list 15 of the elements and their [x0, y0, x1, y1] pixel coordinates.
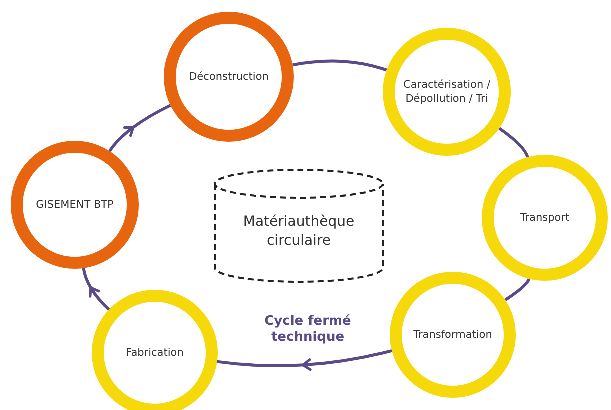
step-label: GISEMENT BTP [35, 198, 115, 212]
step-label: Transformation [412, 328, 494, 342]
step-label: Déconstruction [188, 70, 270, 84]
step-label: Caractérisation / Dépollution / Tri [402, 78, 492, 106]
storage-cylinder [213, 168, 385, 284]
connector-line [498, 127, 530, 158]
step-label: Matériauthèque circulaire [242, 213, 356, 251]
connector-line [292, 60, 388, 72]
arrow [82, 268, 110, 311]
arrow [217, 349, 392, 372]
step-label: Transport [519, 210, 571, 226]
arrow [108, 104, 172, 152]
cycle-label: Cycle fermé technique [264, 314, 352, 346]
step-label: Fabrication [125, 346, 185, 360]
connector-line [504, 278, 531, 302]
